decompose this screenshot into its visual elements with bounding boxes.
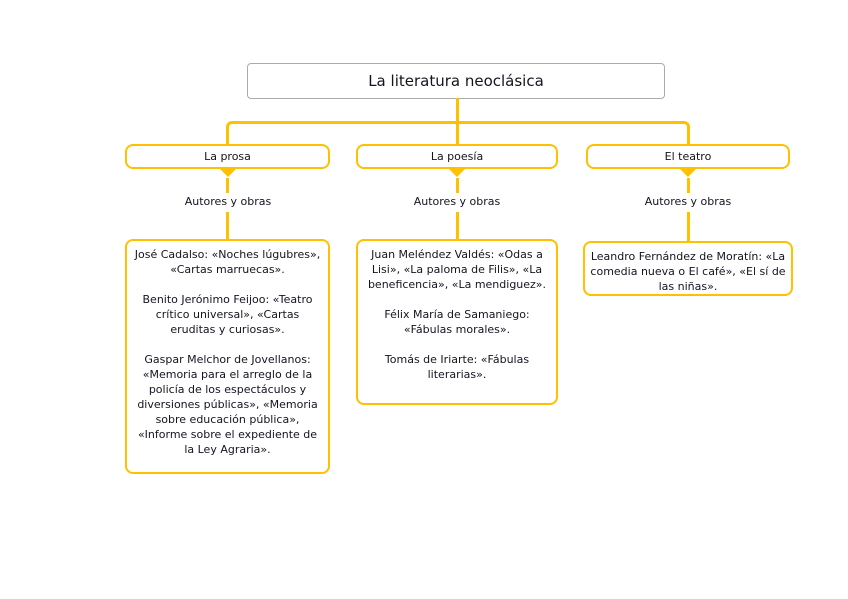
diagram-title: La literatura neoclásica	[368, 72, 544, 90]
connector-line	[226, 212, 229, 239]
content-paragraph: Leandro Fernández de Moratín: «La comedi…	[590, 250, 786, 293]
content-paragraph: Félix María de Samaniego: «Fábulas moral…	[384, 308, 530, 336]
connector-line	[226, 178, 229, 193]
content-box-prosa: José Cadalso: «Noches lúgubres», «Cartas…	[125, 239, 330, 474]
arrow-down-icon	[219, 168, 237, 177]
connector-line	[687, 212, 690, 241]
content-paragraph: José Cadalso: «Noches lúgubres», «Cartas…	[134, 248, 321, 276]
branch-sublabel: Autores y obras	[413, 195, 501, 208]
content-box-poesia: Juan Meléndez Valdés: «Odas a Lisi», «La…	[356, 239, 558, 405]
connector-middle-stub	[456, 121, 459, 145]
branch-sublabel: Autores y obras	[184, 195, 272, 208]
branch-sublabel: Autores y obras	[644, 195, 732, 208]
branch-box-prosa: La prosa	[125, 144, 330, 169]
content-paragraph: Benito Jerónimo Feijoo: «Teatro crítico …	[142, 293, 313, 336]
arrow-down-icon	[679, 168, 697, 177]
content-box-teatro: Leandro Fernández de Moratín: «La comedi…	[583, 241, 793, 296]
branch-box-teatro: El teatro	[586, 144, 790, 169]
connector-line	[456, 212, 459, 239]
branch-label: La poesía	[430, 150, 484, 163]
connector-line	[687, 178, 690, 193]
content-paragraph: Gaspar Melchor de Jovellanos: «Memoria p…	[137, 353, 318, 456]
branch-label: El teatro	[664, 150, 712, 163]
branch-box-poesia: La poesía	[356, 144, 558, 169]
title-box: La literatura neoclásica	[247, 63, 665, 99]
branch-label: La prosa	[204, 150, 251, 163]
content-paragraph: Tomás de Iriarte: «Fábulas literarias».	[384, 353, 530, 381]
connector-line	[456, 178, 459, 193]
connector-title-line	[456, 98, 459, 122]
arrow-down-icon	[448, 168, 466, 177]
content-paragraph: Juan Meléndez Valdés: «Odas a Lisi», «La…	[367, 248, 547, 291]
